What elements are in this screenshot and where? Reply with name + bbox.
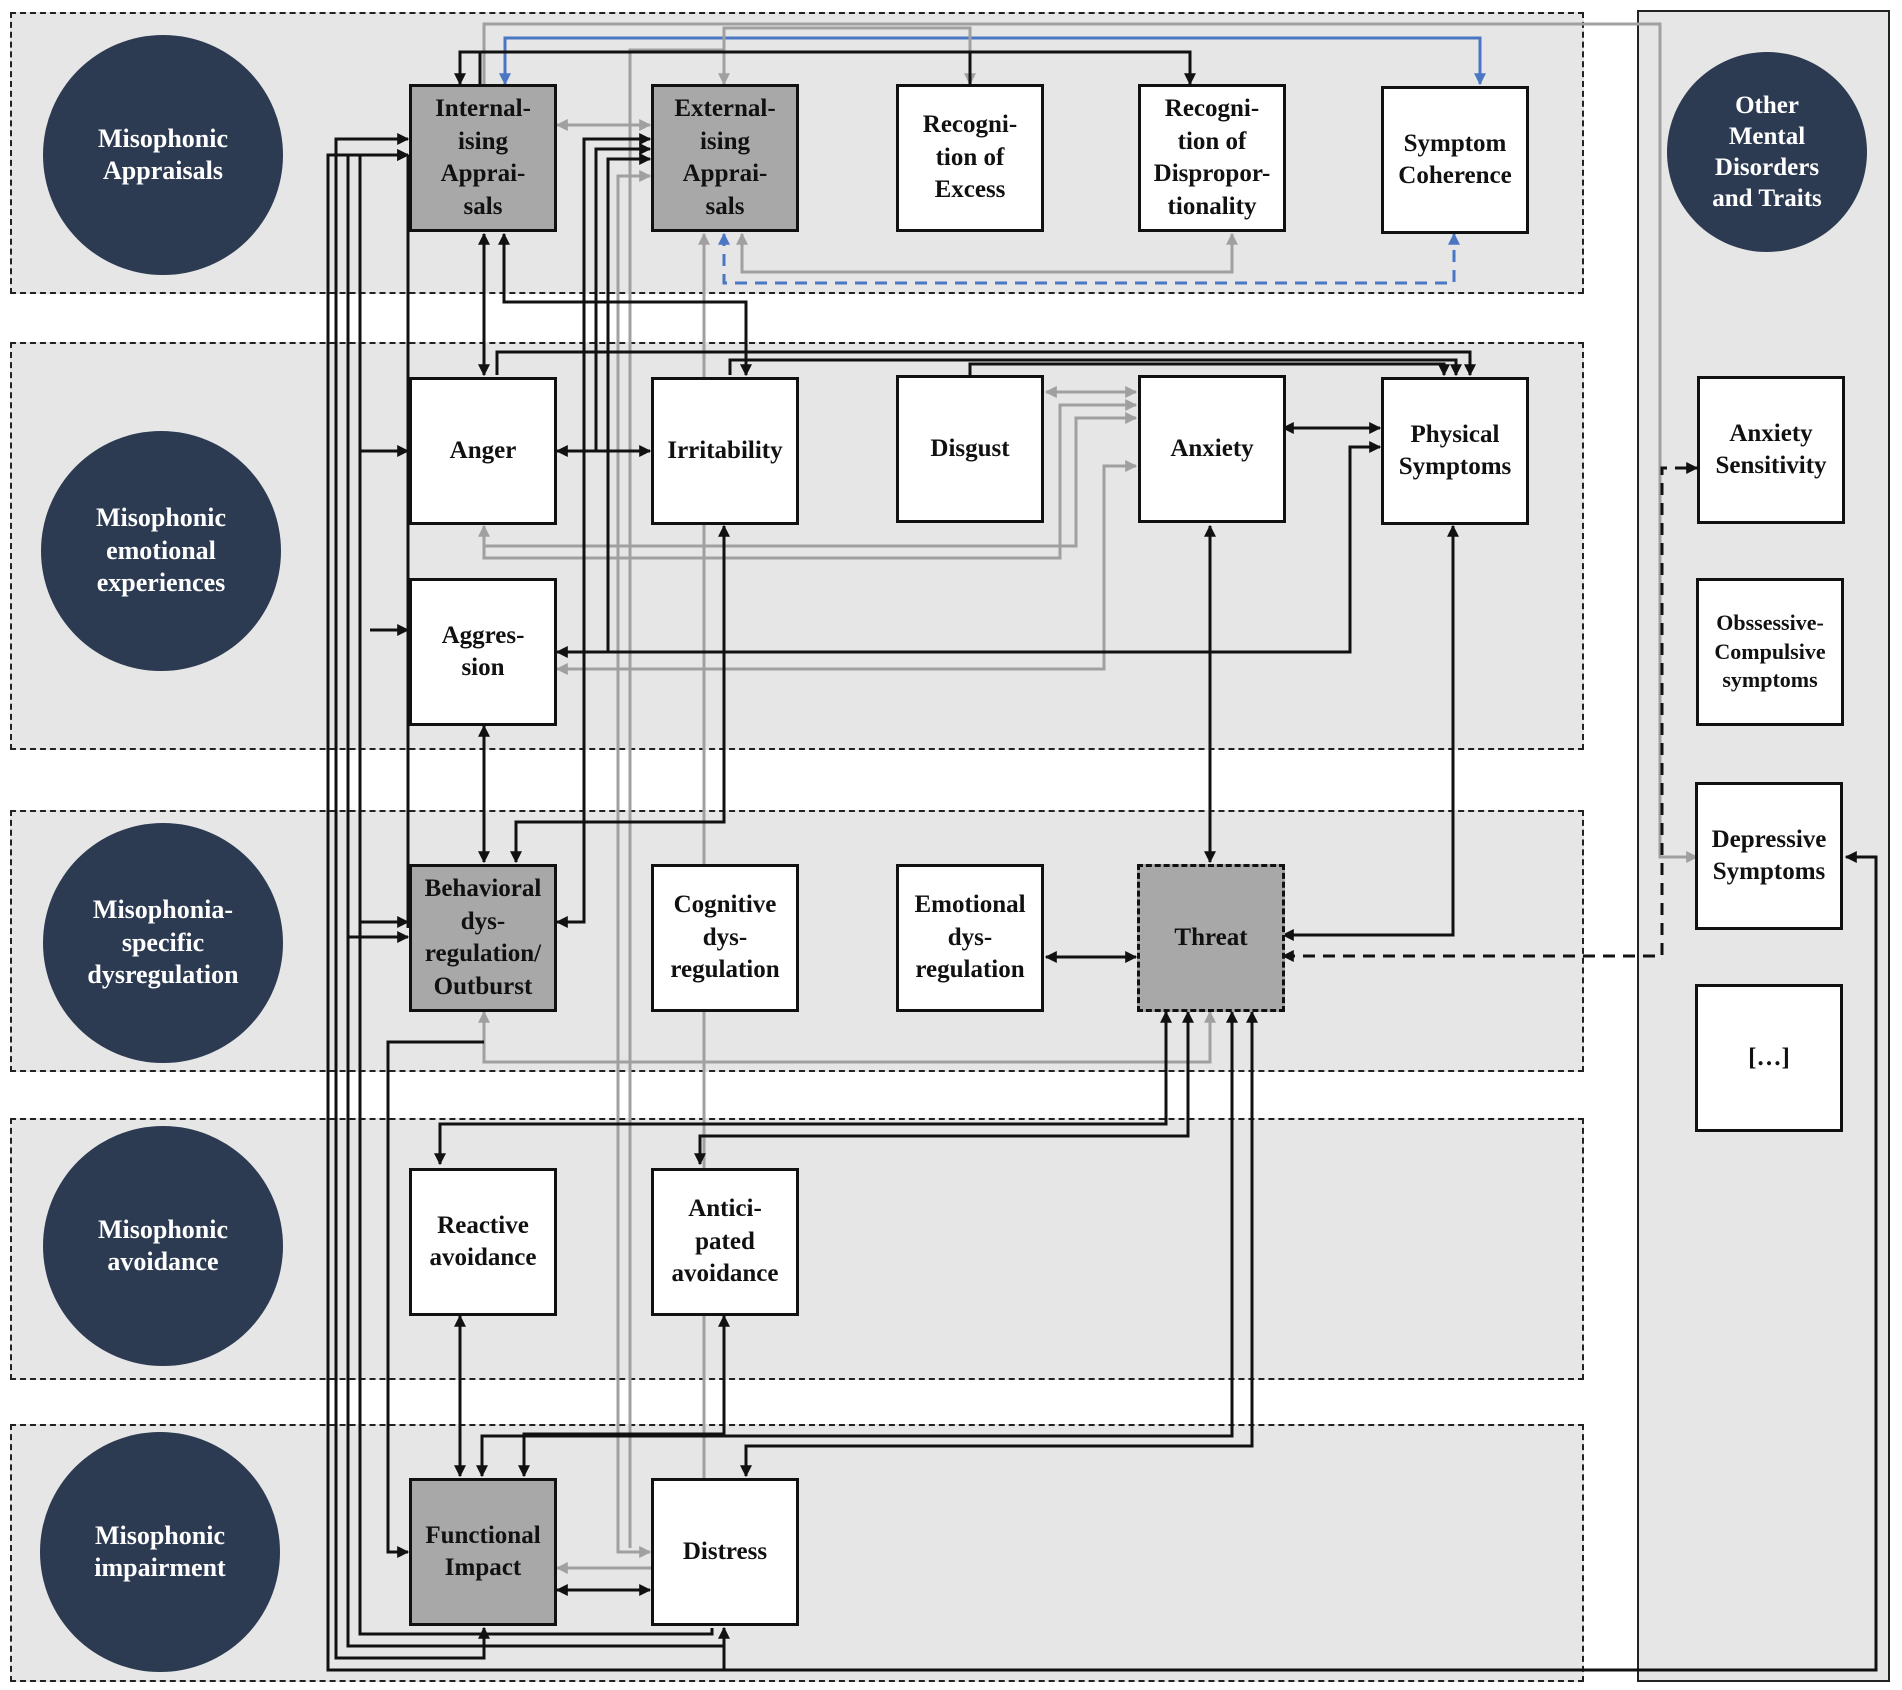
node-depressive-symptoms: Depressive Symptoms [1695,782,1843,930]
node-cognitive-dysregulation: Cognitive dys- regulation [651,864,799,1012]
domain-appraisals-circle: Misophonic Appraisals [43,35,283,275]
node-recognition-excess: Recogni- tion of Excess [896,84,1044,232]
node-externalising-appraisals: External- ising Apprai- sals [651,84,799,232]
node-functional-impact: Functional Impact [409,1478,557,1626]
domain-other-circle: Other Mental Disorders and Traits [1667,52,1867,252]
node-symptom-coherence: Symptom Coherence [1381,86,1529,234]
domain-emotional-circle: Misophonic emotional experiences [41,431,281,671]
node-behavioral-dysregulation: Behavioral dys- regulation/ Outburst [409,864,557,1012]
domain-impairment-circle: Misophonic impairment [40,1432,280,1672]
node-ocd-symptoms: Obssessive- Compulsive symptoms [1696,578,1844,726]
domain-dysregulation-circle: Misophonia- specific dysregulation [43,823,283,1063]
node-threat: Threat [1137,864,1285,1012]
node-distress: Distress [651,1478,799,1626]
node-reactive-avoidance: Reactive avoidance [409,1168,557,1316]
node-anger: Anger [409,377,557,525]
node-emotional-dysregulation: Emotional dys- regulation [896,864,1044,1012]
node-anticipated-avoidance: Antici- pated avoidance [651,1168,799,1316]
node-anxiety: Anxiety [1138,375,1286,523]
node-internalising-appraisals: Internal- ising Apprai- sals [409,84,557,232]
node-physical-symptoms: Physical Symptoms [1381,377,1529,525]
node-recognition-disproportionality: Recogni- tion of Dispropor- tionality [1138,84,1286,232]
node-anxiety-sensitivity: Anxiety Sensitivity [1697,376,1845,524]
node-irritability: Irritability [651,377,799,525]
node-aggression: Aggres- sion [409,578,557,726]
node-ellipsis: […] [1695,984,1843,1132]
node-disgust: Disgust [896,375,1044,523]
domain-avoidance-circle: Misophonic avoidance [43,1126,283,1366]
